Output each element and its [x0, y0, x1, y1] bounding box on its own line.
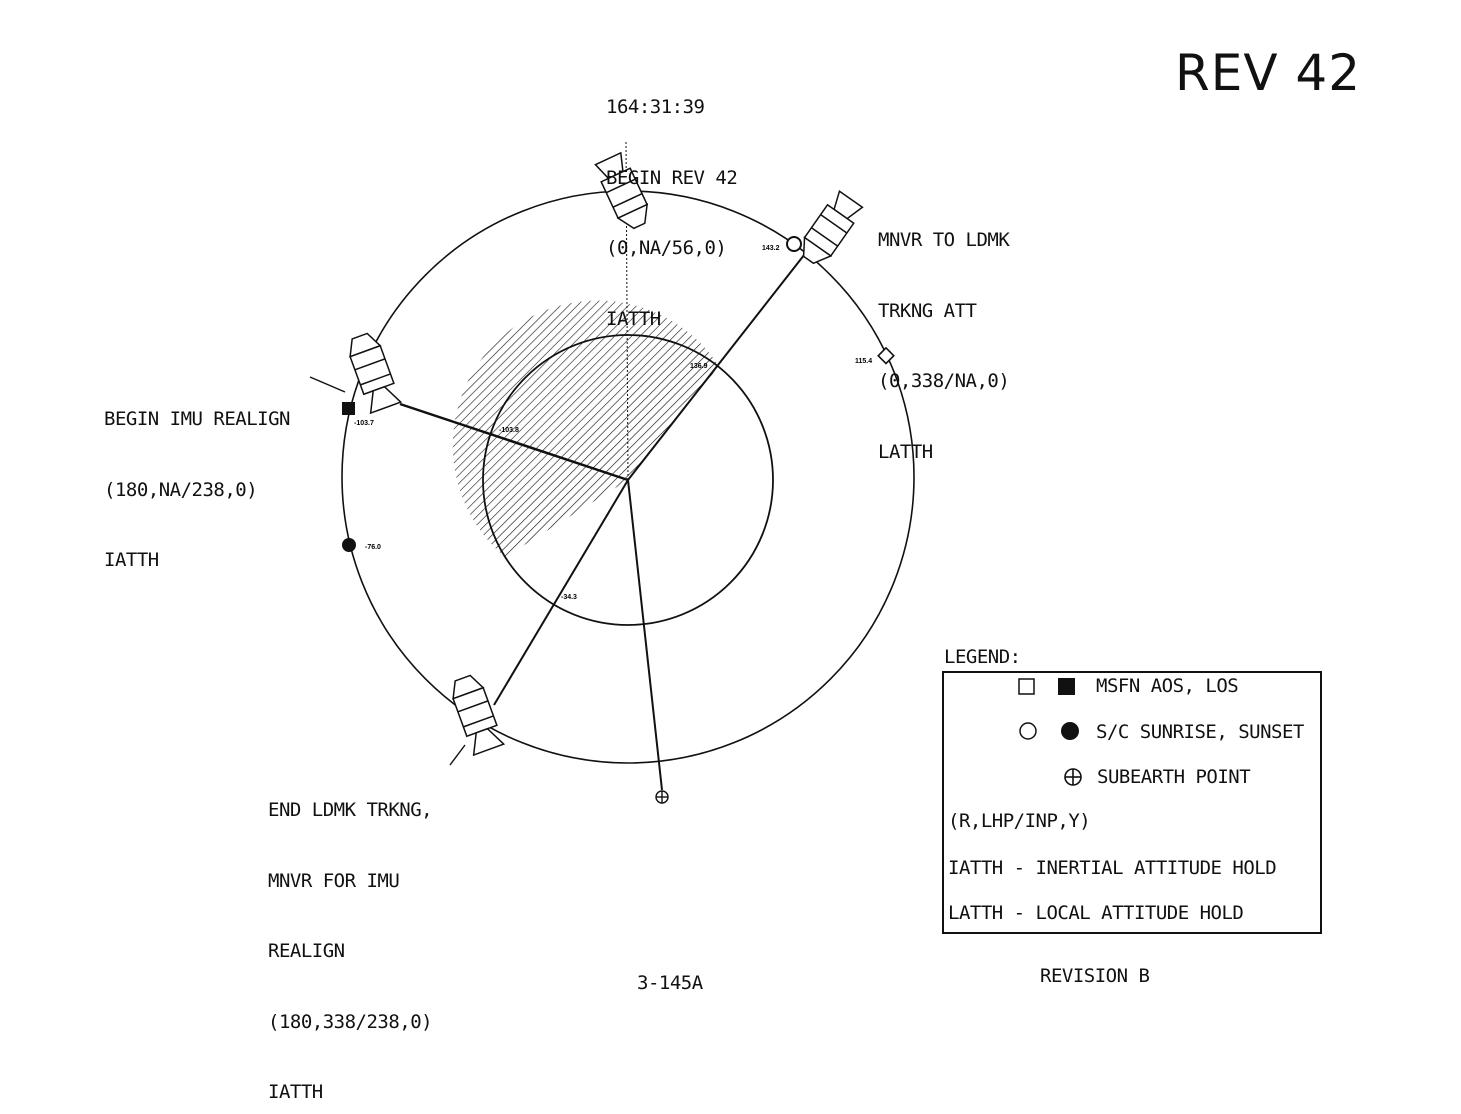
spacecraft-icon-left — [349, 332, 403, 415]
shadow-left-value: -103.8 — [499, 427, 519, 434]
legend-iatth: IATTH - INERTIAL ATTITUDE HOLD — [948, 857, 1277, 879]
spacecraft-icon-right — [802, 189, 864, 265]
event-text: REALIGN — [268, 940, 345, 962]
event-mode: IATTH — [268, 1081, 323, 1103]
event-left: BEGIN IMU REALIGN (180,NA/238,0) IATTH — [104, 361, 290, 620]
subearth-icon — [1064, 768, 1082, 786]
aos-value: 115.4 — [855, 358, 872, 365]
line-top-dotted — [625, 139, 629, 481]
sunrise-value: 143.2 — [762, 245, 780, 252]
los-marker — [342, 402, 355, 415]
los-icon — [1058, 678, 1075, 695]
aos-marker — [877, 346, 895, 365]
spacecraft-icon-bottom — [452, 674, 506, 757]
event-attitude: (0,338/NA,0) — [878, 370, 1010, 392]
sunrise-marker — [786, 236, 802, 252]
line-bottom — [493, 479, 629, 706]
shadow-entry-value: 136.9 — [690, 363, 708, 370]
event-text: BEGIN REV 42 — [606, 166, 738, 189]
subearth-icon — [655, 790, 669, 804]
event-attitude: (0,NA/56,0) — [606, 237, 727, 259]
legend-format: (R,LHP/INP,Y) — [948, 810, 1091, 832]
event-mode: IATTH — [606, 307, 661, 330]
sunrise-icon — [1019, 722, 1037, 740]
legend-subearth: SUBEARTH POINT — [1097, 766, 1251, 788]
event-top: 164:31:39 BEGIN REV 42 (0,NA/56,0) IATTH — [606, 49, 738, 378]
legend: MSFN AOS, LOS S/C SUNRISE, SUNSET SUBEAR… — [942, 671, 1322, 934]
legend-heading: LEGEND: — [944, 646, 1021, 668]
event-text: TRKNG ATT — [878, 299, 977, 322]
revision: REVISION B — [1040, 965, 1150, 987]
legend-symbols — [1018, 678, 1082, 786]
event-text: END LDMK TRKNG, — [268, 799, 433, 821]
page-title: REV 42 — [1175, 44, 1362, 102]
sunset-icon — [1061, 722, 1079, 740]
event-right: MNVR TO LDMK TRKNG ATT (0,338/NA,0) LATT… — [878, 182, 1010, 511]
legend-sun: S/C SUNRISE, SUNSET — [1096, 721, 1304, 743]
event-mode: LATTH — [878, 440, 933, 463]
event-text: MNVR TO LDMK — [878, 229, 1010, 251]
event-attitude: (180,NA/238,0) — [104, 478, 258, 501]
sunset-value: -76.0 — [365, 544, 381, 551]
event-text: BEGIN IMU REALIGN — [104, 408, 290, 430]
event-text: MNVR FOR IMU — [268, 869, 400, 892]
line-left — [399, 402, 629, 482]
shadow-exit-value: -34.3 — [561, 594, 577, 601]
event-time: 164:31:39 — [606, 96, 705, 118]
event-mode: IATTH — [104, 549, 159, 571]
sunset-marker — [342, 538, 356, 552]
spacecraft-icon-top — [594, 151, 649, 230]
legend-msfn: MSFN AOS, LOS — [1096, 675, 1239, 697]
shadow-region — [452, 300, 719, 557]
moon-circle — [482, 334, 774, 626]
line-subearth — [627, 479, 663, 791]
los-value: -103.7 — [354, 420, 374, 427]
event-attitude: (180,338/238,0) — [268, 1010, 433, 1033]
line-right — [627, 249, 809, 481]
aos-icon — [1018, 678, 1035, 695]
event-bottom: END LDMK TRKNG, MNVR FOR IMU REALIGN (18… — [268, 752, 433, 1114]
page-number: 3-145A — [637, 972, 703, 994]
legend-latth: LATTH - LOCAL ATTITUDE HOLD — [948, 902, 1244, 924]
